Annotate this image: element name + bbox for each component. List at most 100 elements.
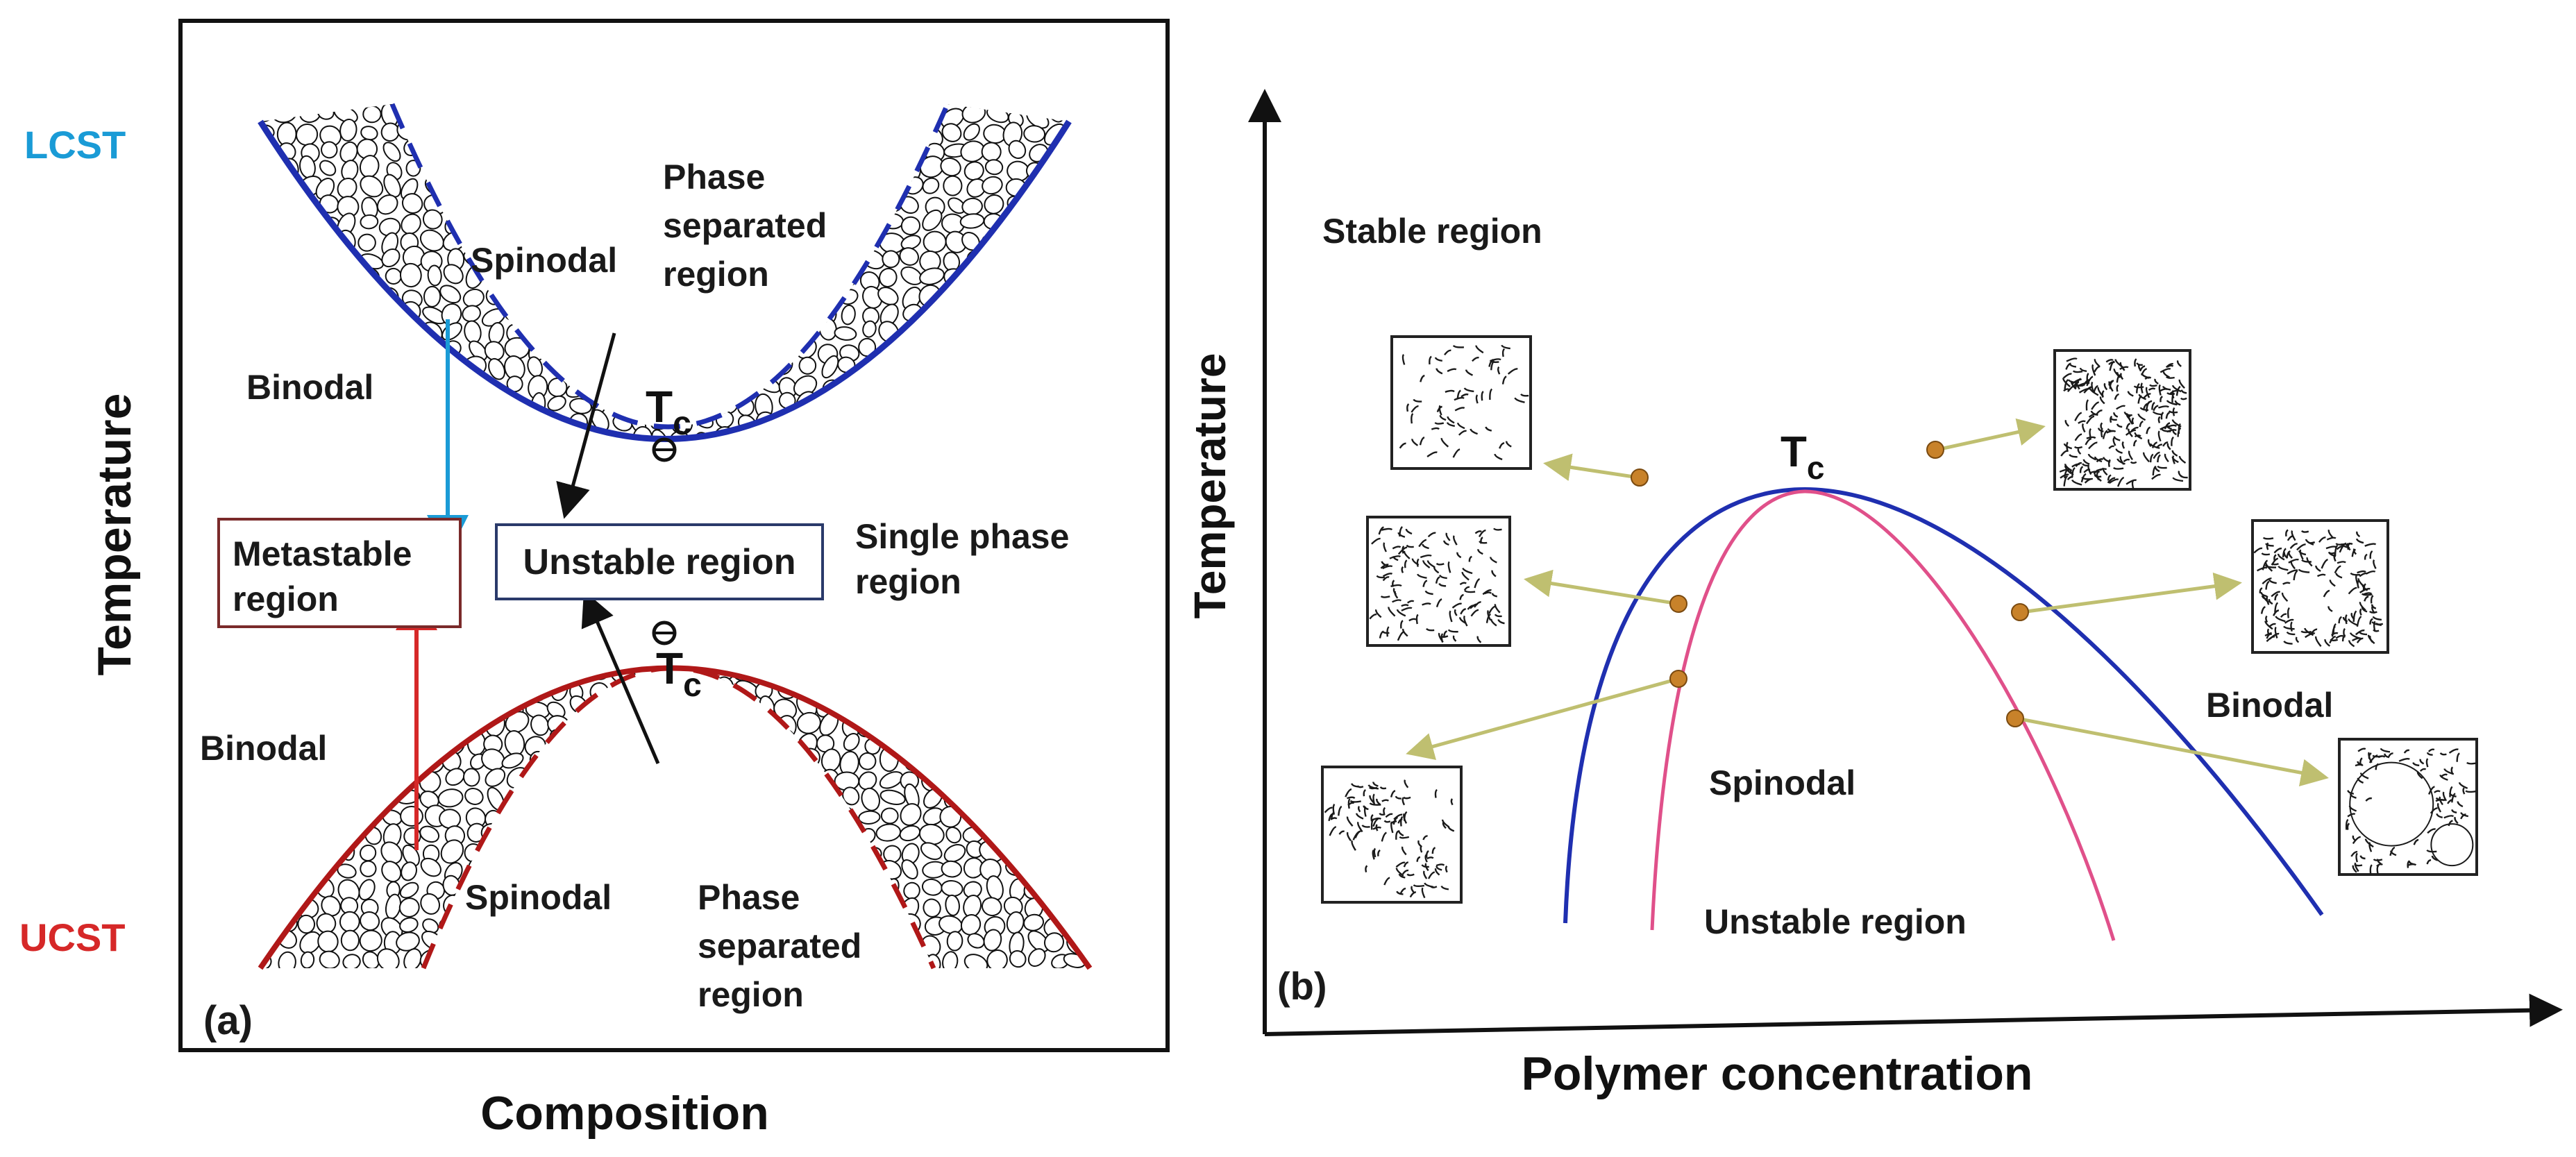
polymer-chain-stroke — [2153, 451, 2160, 459]
texture-bubble — [440, 839, 464, 864]
texture-bubble — [1046, 195, 1066, 216]
texture-bubble — [730, 321, 756, 343]
texture-bubble — [1043, 430, 1067, 439]
texture-bubble — [572, 180, 589, 199]
polymer-chain-stroke — [2291, 530, 2296, 541]
polymer-chain-stroke — [2341, 634, 2346, 642]
texture-bubble — [405, 415, 420, 435]
polymer-chain-stroke — [2131, 480, 2135, 490]
texture-bubble — [1043, 750, 1067, 770]
texture-bubble — [671, 321, 693, 344]
texture-bubble — [945, 827, 962, 844]
texture-bubble — [1022, 734, 1044, 757]
polymer-chain-stroke — [1458, 430, 1467, 436]
texture-bubble — [587, 197, 610, 214]
top-spinodal-label: Spinodal — [471, 241, 617, 280]
polymer-chain-stroke — [1449, 610, 1453, 623]
texture-bubble — [778, 104, 800, 110]
texture-bubble — [317, 247, 336, 272]
polymer-chain-stroke — [2172, 407, 2175, 416]
polymer-chain-stroke — [2119, 455, 2125, 465]
polymer-chain-stroke — [1421, 887, 1426, 899]
texture-bubble — [571, 428, 585, 439]
polymer-chain-stroke — [1520, 393, 1529, 397]
texture-bubble — [732, 847, 754, 862]
texture-bubble — [260, 668, 272, 681]
polymer-chain-stroke — [2348, 586, 2357, 595]
texture-bubble — [439, 809, 462, 829]
polymer-chain-stroke — [2289, 543, 2298, 549]
texture-bubble — [592, 214, 611, 232]
texture-bubble — [466, 146, 485, 162]
texture-bubble — [530, 668, 546, 679]
polymer-chain-stroke — [2346, 543, 2351, 551]
texture-bubble — [654, 877, 673, 894]
texture-bubble — [260, 770, 274, 789]
polymer-chain-stroke — [2317, 573, 2326, 577]
droplet-outline — [2349, 761, 2434, 847]
polymer-chain-stroke — [1406, 600, 1415, 604]
texture-bubble — [1005, 698, 1024, 724]
texture-bubble — [1045, 397, 1069, 415]
texture-bubble — [549, 755, 567, 774]
texture-bubble — [293, 668, 315, 684]
texture-bubble — [672, 791, 691, 809]
texture-bubble — [402, 844, 420, 867]
polymer-chain-stroke — [1373, 847, 1377, 858]
texture-bubble — [444, 104, 463, 108]
texture-bubble — [714, 640, 738, 666]
texture-bubble — [584, 638, 612, 666]
polymer-chain-stroke — [1431, 427, 1440, 430]
texture-bubble — [922, 397, 941, 412]
texture-bubble — [820, 159, 842, 184]
texture-bubble — [401, 861, 417, 881]
texture-bubble — [503, 668, 525, 683]
texture-bubble — [875, 602, 901, 629]
texture-bubble — [446, 715, 462, 737]
polymer-chain-stroke — [2408, 861, 2414, 865]
texture-bubble — [942, 951, 959, 968]
texture-bubble — [587, 770, 607, 786]
texture-bubble — [381, 429, 402, 439]
panel-a-x-axis-label: Composition — [480, 1087, 769, 1140]
texture-bubble — [947, 699, 967, 720]
polymer-chain-stroke — [2134, 432, 2143, 440]
polymer-chain-stroke — [2091, 401, 2099, 410]
polymer-chain-stroke — [2271, 562, 2279, 566]
texture-bubble — [323, 791, 339, 809]
texture-bubble — [816, 876, 839, 897]
texture-bubble — [422, 140, 442, 159]
texture-bubble — [399, 341, 421, 359]
polymer-chain-stroke — [2097, 428, 2104, 432]
texture-bubble — [966, 840, 984, 859]
texture-bubble — [1027, 337, 1047, 358]
texture-bubble — [963, 680, 981, 700]
polymer-chain-stroke — [2116, 476, 2125, 487]
texture-bubble — [945, 894, 960, 916]
polymer-chain-stroke — [2364, 553, 2368, 560]
texture-bubble — [1025, 668, 1045, 685]
texture-bubble — [319, 285, 344, 303]
texture-bubble — [775, 611, 795, 632]
texture-bubble — [465, 197, 482, 213]
texture-bubble — [462, 118, 485, 141]
polymer-chain-stroke — [2345, 614, 2348, 625]
texture-bubble — [1022, 682, 1044, 703]
texture-bubble — [505, 180, 531, 198]
polymer-chain-stroke — [2357, 748, 2366, 752]
polymer-chain-stroke — [1420, 374, 1425, 382]
polymer-chain-stroke — [2369, 635, 2374, 643]
texture-bubble — [841, 177, 864, 198]
texture-bubble — [342, 428, 363, 439]
polymer-chain-stroke — [1420, 554, 1432, 559]
polymer-chain-stroke — [2296, 543, 2306, 551]
texture-bubble — [858, 810, 881, 825]
texture-bubble — [317, 930, 339, 953]
texture-bubble — [1026, 786, 1045, 805]
texture-bubble — [337, 803, 360, 826]
texture-bubble — [736, 340, 751, 362]
texture-bubble — [485, 431, 506, 439]
texture-bubble — [298, 104, 321, 124]
polymer-chain-stroke — [1447, 416, 1455, 424]
polymer-chain-stroke — [1514, 397, 1525, 403]
